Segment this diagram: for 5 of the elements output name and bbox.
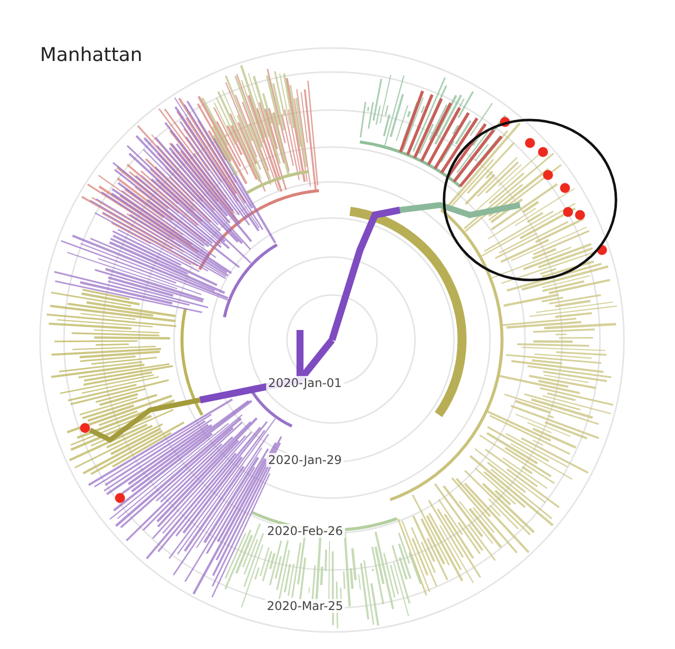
date-label: 2020-Jan-01	[266, 376, 344, 390]
title: Manhattan	[40, 44, 142, 66]
date-label: 2020-Feb-26	[265, 524, 345, 538]
date-label: 2020-Jan-29	[266, 453, 344, 467]
date-label: 2020-Mar-25	[264, 599, 346, 613]
